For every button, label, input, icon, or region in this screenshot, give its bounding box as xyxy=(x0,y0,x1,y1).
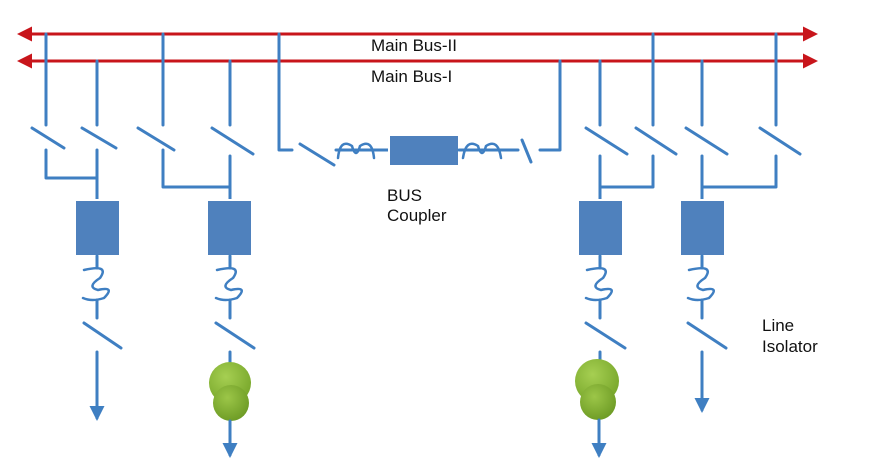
bus-coupler-label-line2: Coupler xyxy=(387,206,447,225)
circuit-breaker xyxy=(679,199,726,257)
coupler-breaker xyxy=(388,134,460,167)
main-bus-1-label: Main Bus-I xyxy=(371,67,453,86)
power-transformer xyxy=(575,359,619,420)
line-isolator xyxy=(82,321,123,350)
bay-1 xyxy=(30,32,123,421)
current-transformer xyxy=(336,142,376,160)
power-transformer xyxy=(209,362,251,421)
bay-3 xyxy=(575,32,678,458)
bus-coupler-label-line1: BUS xyxy=(387,186,422,205)
line-isolator-label-line1: Line xyxy=(762,316,795,335)
current-transformer xyxy=(214,267,244,302)
line-isolator xyxy=(584,321,627,350)
current-transformer xyxy=(461,142,503,160)
line-isolator xyxy=(214,321,256,350)
circuit-breaker xyxy=(206,199,253,257)
line-isolator xyxy=(686,321,728,350)
bus-coupler xyxy=(277,32,562,167)
bay-2 xyxy=(136,32,256,458)
main-bus-2-label: Main Bus-II xyxy=(371,36,457,55)
line-isolator-label-line2: Isolator xyxy=(762,337,818,356)
bay-4 xyxy=(679,32,802,413)
current-transformer xyxy=(81,267,111,302)
current-transformer xyxy=(584,267,614,302)
current-transformer xyxy=(686,267,716,302)
circuit-breaker xyxy=(74,199,121,257)
circuit-breaker xyxy=(577,199,624,257)
